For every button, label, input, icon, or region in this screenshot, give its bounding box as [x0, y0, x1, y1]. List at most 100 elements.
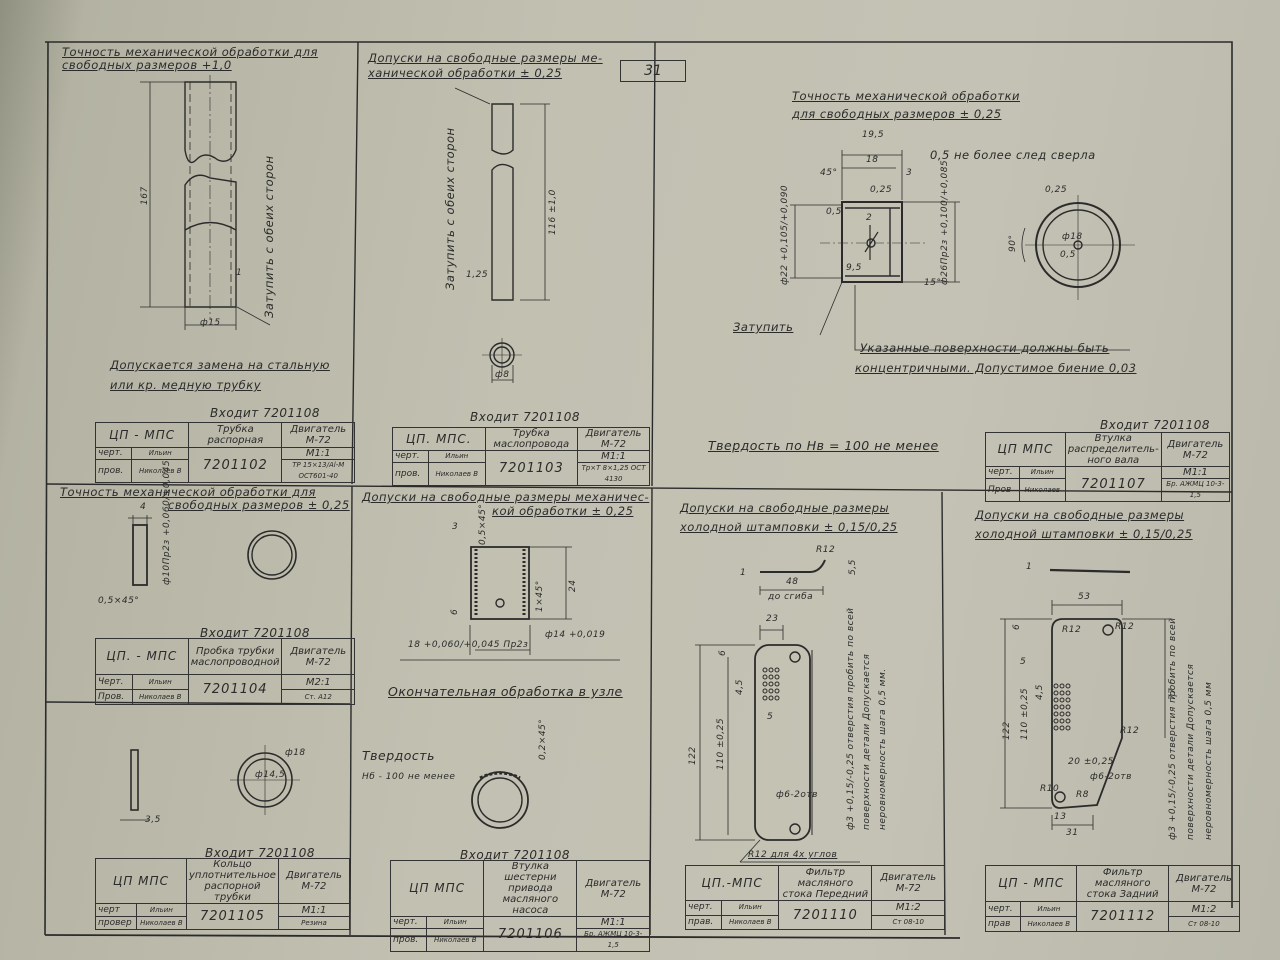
- tube-spacer-drawing: [140, 75, 271, 330]
- panel7-dim-7: 4,5: [735, 679, 745, 695]
- panel3-dim-3: 3: [906, 168, 913, 178]
- page-number-box: 31: [620, 60, 686, 82]
- organization-cell: ЦП. МПС.: [392, 427, 486, 451]
- part-number-cell: 7201110: [778, 900, 873, 930]
- drawn-by-signature: Ильин: [721, 900, 780, 916]
- checked-label: Пров.: [95, 689, 133, 705]
- panel8-dim-8: 77: [1168, 687, 1178, 700]
- panel2-side-note: Затупить с обеих сторон: [443, 127, 457, 290]
- checked-label: прав.: [684, 914, 723, 931]
- panel8-dim-7: 4,5: [1035, 684, 1045, 700]
- drawn-by-signature: Ильин: [1018, 466, 1066, 479]
- scale-cell: М1:1: [281, 447, 355, 460]
- scale-cell: М1:2: [1167, 901, 1241, 918]
- drawn-label: черт.: [984, 901, 1022, 918]
- material-cell: ТР 15×13/Al-M ОСТ601-40: [281, 459, 355, 483]
- panel2-heading-line2: ханической обработки ± 0,25: [368, 66, 562, 80]
- oil-pipe-drawing: [454, 87, 550, 383]
- panel6-dim-8: 0,2×45°: [538, 718, 548, 760]
- panel4-dim-3: 0,5×45°: [98, 596, 140, 606]
- scale-cell: М1:2: [871, 900, 945, 916]
- checked-label: провер: [95, 916, 137, 930]
- drawn-label: черт.: [985, 466, 1020, 479]
- panel7-dim-6: 6: [718, 649, 728, 656]
- panel7-dim-8: 5: [767, 712, 774, 722]
- part-name-cell: Втулка распределитель-ного вала: [1064, 432, 1162, 467]
- part-number-cell: 7201112: [1076, 901, 1169, 932]
- rear-filter-drawing: [1000, 568, 1170, 830]
- panel1-note-line2: или кр. медную трубку: [110, 378, 262, 392]
- panel6-dim-3: 6: [450, 608, 460, 615]
- drawn-by-signature: Ильин: [428, 450, 486, 463]
- engine-cell: Двигатель М-72: [1167, 864, 1241, 903]
- enters-assembly-label: Входит 7201108: [210, 406, 321, 420]
- part-name-cell: Кольцо уплотнительное распорной трубки: [185, 858, 279, 904]
- part-name-cell: Втулка шестерни привода масляного насоса: [483, 860, 578, 917]
- panel8-dim-15: R8: [1076, 790, 1089, 800]
- drawn-by-signature: Ильин: [131, 674, 189, 691]
- panel1-dim-wall: 1: [236, 268, 243, 278]
- panel6-dim-6: ф14 +0,019: [545, 630, 606, 640]
- part-name-cell: Пробка трубки маслопроводной: [187, 637, 283, 676]
- panel3-dim-12: 0,25: [1045, 185, 1068, 195]
- panel3-dim-14: ф18: [1062, 232, 1083, 242]
- part-name-cell: Трубка маслопровода: [484, 427, 579, 451]
- engine-cell: Двигатель М-72: [1160, 432, 1231, 467]
- oil-pipe-plug-drawing: [128, 515, 297, 586]
- organization-cell: ЦП МПС: [95, 858, 187, 904]
- panel7-side-note-1: ф3 +0,15/-0,25 отверстия пробить по всей: [846, 607, 856, 830]
- organization-cell: ЦП. - МПС: [95, 637, 189, 676]
- panel1-heading-line2: свободных размеров +1,0: [62, 58, 232, 72]
- panel7-side-note-2: поверхности детали Допускается: [862, 653, 872, 830]
- panel3-dim-8: 9,5: [846, 263, 862, 273]
- material-cell: Резина: [277, 916, 351, 930]
- panel8-dim-2: 53: [1078, 592, 1091, 602]
- panel7-dim-1: 1: [740, 568, 747, 578]
- panel3-note-drill: 0,5 не более след сверла: [930, 148, 1096, 162]
- checked-label: прав: [984, 916, 1022, 932]
- panel6-dim-2: 3: [452, 522, 459, 532]
- panel6-hardness-value: Hб - 100 не менее: [362, 772, 456, 782]
- sealing-ring-drawing: [120, 745, 300, 821]
- panel5-dim-2: ф14,5: [255, 770, 286, 780]
- enters-assembly-label: Входит 7201108: [460, 848, 571, 862]
- panel6-dim-5: 1×45°: [535, 580, 545, 612]
- panel3-dim-1: 19,5: [862, 130, 885, 140]
- checked-by-signature: Николаев В: [131, 689, 189, 705]
- checked-by-signature: Николаев В: [426, 928, 485, 952]
- organization-cell: ЦП - МПС: [984, 864, 1078, 903]
- panel8-dim-1: 1: [1026, 562, 1033, 572]
- sheet-frame: [44, 41, 1233, 939]
- panel1-side-note: Затупить с обеих сторон: [262, 155, 276, 318]
- panel3-dim-6: 0,5: [826, 207, 842, 217]
- panel8-side-note-3: неровномерность шага 0,5 мм: [1204, 681, 1214, 840]
- enters-assembly-label: Входит 7201108: [205, 846, 316, 860]
- checked-by-signature: Николаев В: [1020, 916, 1078, 932]
- panel6-heading-line1: Допуски на свободные размеры механичес-: [362, 490, 650, 504]
- panel8-dim-11: R12: [1120, 726, 1140, 736]
- panel6-dim-1: 0,5×45°: [478, 503, 488, 545]
- part-name-cell: Трубка распорная: [188, 422, 283, 448]
- panel1-heading-line1: Точность механической обработки для: [62, 45, 318, 59]
- panel8-dim-9: 122: [1002, 721, 1012, 740]
- engine-cell: Двигатель М-72: [576, 860, 650, 917]
- panel8-dim-3: 6: [1012, 623, 1022, 630]
- panel6-hardness-label: Твердость: [362, 748, 435, 763]
- part-name-cell: Фильтр масляного стока Задний: [1076, 864, 1169, 903]
- panel1-note-line1: Допускается замена на стальную: [110, 358, 330, 372]
- organization-cell: ЦП - МПС: [94, 422, 190, 448]
- panel8-dim-12: 20 ±0,25: [1068, 757, 1114, 767]
- part-number-cell: 7201105: [185, 903, 279, 930]
- part-number-cell: 7201102: [188, 447, 283, 483]
- front-filter-drawing: [695, 559, 860, 863]
- checked-label: Пров: [985, 478, 1020, 502]
- organization-cell: ЦП.-МПС: [684, 864, 780, 902]
- drawn-by-signature: Ильин: [426, 916, 485, 929]
- panel8-dim-16: 13: [1054, 812, 1067, 822]
